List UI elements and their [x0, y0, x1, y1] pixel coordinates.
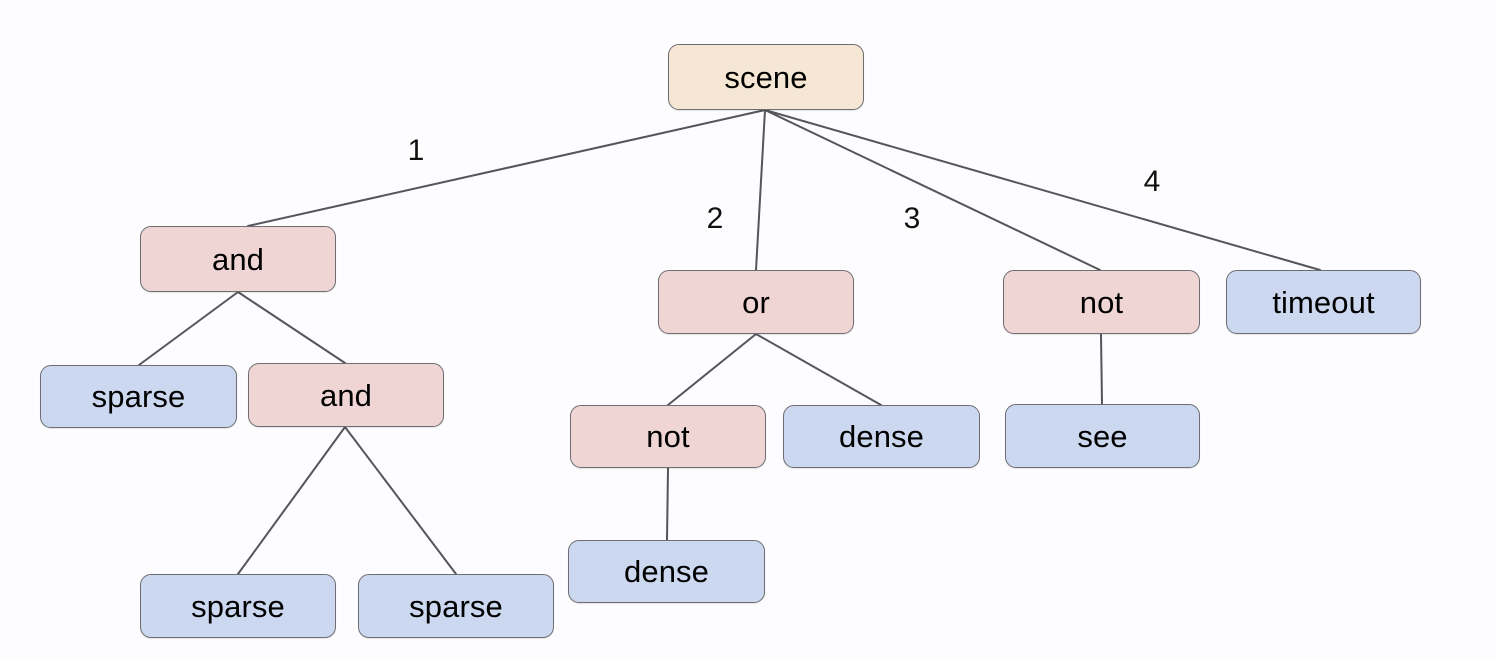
- tree-node-or1[interactable]: or: [658, 270, 854, 334]
- tree-node-label: sparse: [191, 588, 285, 624]
- edge-label-2: 2: [706, 202, 724, 235]
- tree-edge-and2-to-sparse3: [344, 426, 457, 575]
- tree-node-and1[interactable]: and: [140, 226, 336, 292]
- tree-node-scene[interactable]: scene: [668, 44, 864, 110]
- tree-node-label: and: [211, 241, 265, 277]
- tree-edge-not2-to-see1: [1100, 333, 1103, 405]
- tree-edge-scene-to-timeout1: [764, 109, 1321, 271]
- tree-node-sparse1[interactable]: sparse: [40, 365, 237, 428]
- tree-node-label: sparse: [91, 379, 186, 414]
- tree-node-label: sparse: [409, 588, 503, 624]
- tree-node-timeout1[interactable]: timeout: [1226, 270, 1421, 334]
- tree-edge-or1-to-dense1: [755, 333, 882, 406]
- tree-node-label: not: [646, 419, 690, 454]
- tree-node-label: timeout: [1272, 284, 1375, 320]
- tree-node-label: and: [319, 377, 373, 413]
- tree-node-not2[interactable]: not: [1003, 270, 1200, 334]
- tree-edge-scene-to-not2: [764, 109, 1101, 271]
- tree-edge-scene-to-and1: [247, 109, 766, 227]
- tree-node-label: or: [742, 284, 770, 320]
- tree-edge-and1-to-and2: [237, 291, 346, 364]
- tree-node-dense2[interactable]: dense: [568, 540, 765, 603]
- tree-edge-scene-to-or1: [755, 109, 766, 271]
- tree-node-sparse2[interactable]: sparse: [140, 574, 336, 638]
- tree-edge-not1-to-dense2: [666, 467, 669, 541]
- tree-node-see1[interactable]: see: [1005, 404, 1200, 468]
- tree-node-sparse3[interactable]: sparse: [358, 574, 554, 638]
- tree-edge-and2-to-sparse2: [237, 426, 346, 575]
- tree-node-label: scene: [724, 59, 808, 95]
- tree-node-and2[interactable]: and: [248, 363, 444, 427]
- tree-edge-and1-to-sparse1: [138, 291, 239, 366]
- tree-node-label: not: [1079, 284, 1124, 320]
- tree-node-label: see: [1077, 418, 1128, 454]
- edge-label-4: 4: [1143, 165, 1161, 198]
- tree-node-label: dense: [624, 554, 709, 589]
- edge-label-3: 3: [903, 202, 921, 235]
- tree-node-dense1[interactable]: dense: [783, 405, 980, 468]
- edge-label-1: 1: [407, 134, 425, 167]
- tree-node-not1[interactable]: not: [570, 405, 766, 468]
- tree-edge-or1-to-not1: [667, 333, 757, 406]
- tree-node-label: dense: [839, 419, 924, 454]
